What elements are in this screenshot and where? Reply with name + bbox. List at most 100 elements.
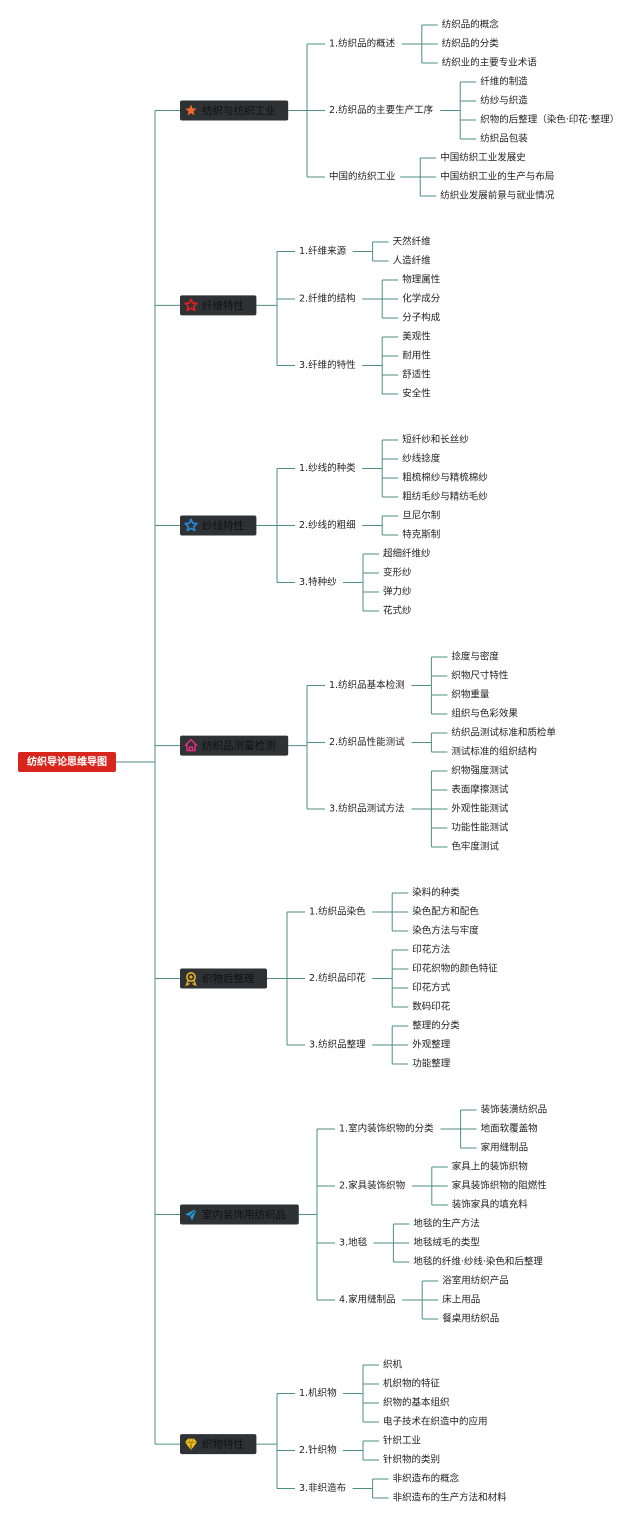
leaf-label: 染色方法与牢度	[412, 925, 479, 937]
house-icon	[184, 738, 198, 752]
leaf-label: 织物重量	[451, 689, 490, 701]
category-label: 织物后整理	[202, 972, 255, 985]
leaf-label: 非织造布的概念	[393, 1473, 460, 1485]
category-node	[180, 295, 257, 316]
leaf-label: 地面软覆盖物	[481, 1123, 539, 1135]
leaf-label: 装饰装潢纺织品	[481, 1104, 548, 1116]
leaf-label: 分子构成	[402, 312, 441, 324]
leaf-label: 化学成分	[402, 293, 441, 305]
leaf-label: 针织物的类别	[383, 1454, 440, 1466]
subtopic-label: 2.纱线的粗细	[299, 519, 356, 531]
subtopic-label: 中国的纺织工业	[329, 171, 396, 183]
subtopic-label: 3.纺织品整理	[309, 1039, 366, 1051]
leaf-label: 外观整理	[412, 1039, 451, 1051]
leaf-label: 弹力纱	[383, 586, 412, 598]
leaf-label: 电子技术在织造中的应用	[383, 1416, 488, 1428]
leaf-label: 纱线捻度	[402, 453, 441, 465]
subtopic-label: 3.纺织品测试方法	[329, 803, 405, 815]
leaf-label: 花式纱	[383, 605, 412, 617]
leaf-label: 织物强度测试	[451, 765, 509, 777]
leaf-label: 变形纱	[383, 567, 412, 579]
category-label: 室内装饰用纺织品	[202, 1208, 286, 1221]
subtopic-label: 1.室内装饰织物的分类	[339, 1123, 434, 1135]
category-node	[180, 968, 267, 989]
leaf-label: 餐桌用纺织品	[442, 1313, 499, 1325]
subtopic-label: 1.机织物	[299, 1387, 337, 1399]
leaf-label: 安全性	[402, 388, 431, 400]
leaf-label: 天然纤维	[393, 236, 432, 248]
leaf-label: 整理的分类	[412, 1020, 460, 1032]
category-node	[180, 100, 289, 121]
leaf-label: 旦尼尔制	[402, 510, 440, 522]
leaf-label: 地毯绒毛的类型	[413, 1237, 480, 1249]
leaf-label: 功能整理	[412, 1058, 451, 1070]
subtopic-label: 2.家具装饰织物	[339, 1180, 406, 1192]
leaf-label: 家具装饰织物的阻燃性	[452, 1180, 548, 1192]
star-filled-icon	[185, 104, 197, 116]
leaf-label: 捻度与密度	[451, 651, 499, 663]
leaf-label: 纺织业发展前景与就业情况	[440, 190, 555, 202]
leaf-label: 舒适性	[402, 369, 431, 381]
category-branch	[180, 100, 289, 121]
subtopic-label: 3.地毯	[339, 1237, 368, 1249]
leaf-label: 纺织品的概念	[442, 19, 500, 31]
leaf-label: 织物的基本组织	[383, 1397, 450, 1409]
leaf-label: 色牢度测试	[451, 841, 499, 853]
leaf-label: 表面摩擦测试	[451, 784, 509, 796]
leaf-label: 纤维的制造	[480, 76, 528, 88]
leaf-label: 纺织品测试标准和质检单	[451, 727, 556, 739]
leaf-label: 中国纺织工业的生产与布局	[440, 171, 554, 183]
category-node	[180, 515, 257, 536]
leaf-label: 印花方式	[412, 982, 451, 994]
subtopic-label: 4.家用缝制品	[339, 1294, 396, 1306]
leaf-label: 浴室用纺织产品	[442, 1275, 509, 1287]
subtopic-label: 2.纺织品印花	[309, 972, 366, 984]
leaf-label: 印花方法	[412, 944, 450, 956]
leaf-label: 织物尺寸特性	[451, 670, 509, 682]
star-outline-icon	[184, 518, 198, 532]
category-node	[180, 1204, 299, 1225]
category-node	[180, 1434, 257, 1455]
category-label: 纱线特性	[202, 519, 244, 532]
leaf-label: 物理属性	[402, 274, 441, 286]
subtopic-label: 3.纤维的特性	[299, 359, 356, 371]
leaf-label: 纺织业的主要专业术语	[442, 57, 538, 69]
subtopic-label: 1.纺织品基本检测	[329, 679, 405, 691]
award-ribbon-icon	[185, 971, 197, 987]
subtopic-label: 2.纺织品性能测试	[329, 736, 405, 748]
leaf-label: 织物的后整理（染色·印花·整理）	[480, 114, 619, 126]
leaf-label: 中国纺织工业发展史	[440, 152, 526, 164]
root-title: 纺织导论思维导图	[27, 755, 107, 768]
leaf-label: 机织物的特征	[383, 1378, 441, 1390]
leaf-label: 测试标准的组织结构	[451, 746, 537, 758]
leaf-label: 功能性能测试	[451, 822, 509, 834]
leaf-label: 美观性	[402, 331, 431, 343]
leaf-label: 印花织物的颜色特征	[412, 963, 498, 975]
subtopic-label: 1.纤维来源	[299, 245, 347, 257]
leaf-label: 家用缝制品	[481, 1142, 529, 1154]
category-branch	[180, 735, 289, 756]
subtopic-label: 1.纱线的种类	[299, 462, 356, 474]
leaf-label: 粗纺毛纱与精纺毛纱	[402, 491, 488, 503]
subtopic-label: 2.纤维的结构	[299, 293, 356, 305]
category-label: 纺织与纺织工业	[202, 104, 276, 117]
leaf-label: 数码印花	[412, 1001, 451, 1013]
category-label: 织物特性	[202, 1438, 244, 1451]
leaf-label: 床上用品	[442, 1294, 480, 1306]
leaf-label: 针织工业	[383, 1435, 421, 1447]
leaf-label: 非织造布的生产方法和材料	[393, 1492, 508, 1504]
leaf-label: 纺织品的分类	[442, 38, 500, 50]
leaf-label: 织机	[383, 1359, 403, 1371]
leaf-label: 纺织品包装	[480, 133, 528, 145]
subtopic-label: 2.纺织品的主要生产工序	[329, 104, 434, 116]
leaf-label: 地毯的纤维·纱线·染色和后整理	[413, 1256, 543, 1268]
leaf-label: 装饰家具的填充料	[452, 1199, 529, 1211]
leaf-label: 纺纱与织造	[480, 95, 528, 107]
subtopic-label: 1.纺织品的概述	[329, 38, 396, 50]
category-branch	[180, 515, 257, 536]
subtopic-label: 1.纺织品染色	[309, 906, 366, 918]
category-node	[180, 735, 289, 756]
leaf-label: 染色配方和配色	[412, 906, 479, 918]
leaf-label: 人造纤维	[393, 255, 432, 267]
